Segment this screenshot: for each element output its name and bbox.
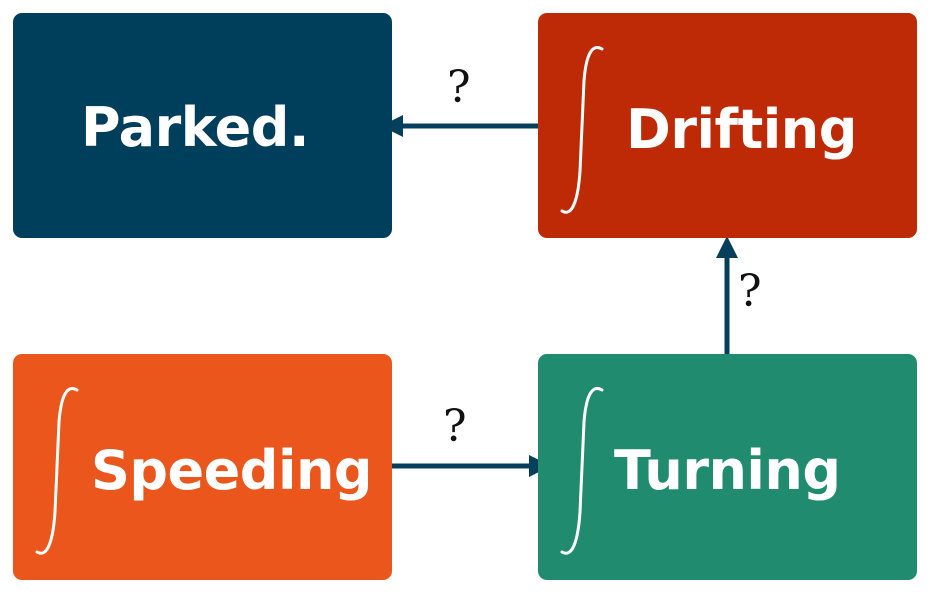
edge-turning-drifting-label: ? xyxy=(738,266,762,317)
integral-icon xyxy=(560,387,604,555)
node-turning-label: Turning xyxy=(614,439,841,502)
node-turning: Turning xyxy=(538,354,917,580)
node-drifting: Drifting xyxy=(538,13,917,238)
edge-turning-to-drifting xyxy=(716,236,738,354)
edge-drifting-parked-label: ? xyxy=(447,62,471,113)
node-speeding-label: Speeding xyxy=(91,439,373,502)
integral-icon xyxy=(560,46,604,214)
edge-drifting-to-parked xyxy=(381,115,538,137)
integral-icon xyxy=(35,387,79,555)
node-drifting-label: Drifting xyxy=(626,98,857,161)
node-parked: Parked. xyxy=(13,13,392,238)
node-speeding: Speeding xyxy=(13,354,392,580)
edge-speeding-turning-label: ? xyxy=(443,401,467,452)
edge-speeding-to-turning xyxy=(388,455,551,477)
node-parked-label: Parked. xyxy=(81,96,309,159)
